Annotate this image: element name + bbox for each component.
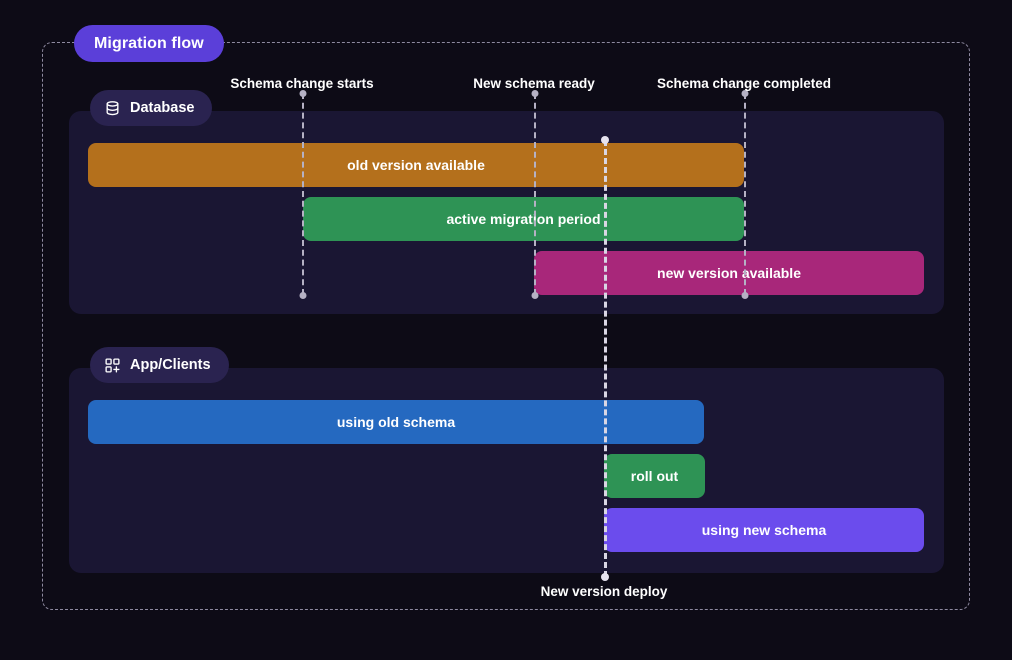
guideline-dot-new-version-deploy-bottom [601,573,609,581]
bar-roll-out: roll out [604,454,705,498]
guideline-schema-change-starts [302,93,304,295]
diagram-frame [42,42,970,610]
guideline-dot-new-schema-ready-top [531,90,539,97]
bar-using-new-schema: using new schema [604,508,924,552]
marker-label-new-version-deploy: New version deploy [540,584,668,599]
bar-old-version-available: old version available [88,143,744,187]
database-icon [104,100,121,117]
lane-label-database: Database [130,100,195,116]
guideline-dot-schema-change-completed-top [741,90,749,97]
bar-label-old-version-available: old version available [347,157,485,173]
guideline-new-schema-ready [534,93,536,295]
guideline-dot-schema-change-starts-top [299,90,307,97]
bar-label-new-version-available: new version available [657,265,801,281]
guideline-dot-schema-change-starts-bottom [299,292,307,299]
marker-label-new-schema-ready: New schema ready [473,76,595,91]
bar-active-migration-period: active migration period [303,197,744,241]
guideline-dot-schema-change-completed-bottom [741,292,749,299]
bar-label-active-migration-period: active migration period [446,211,601,227]
marker-label-schema-change-completed: Schema change completed [656,76,832,91]
app-grid-plus-icon [104,357,121,374]
lane-badge-database: Database [90,90,213,126]
guideline-dot-new-schema-ready-bottom [531,292,539,299]
lane-label-app-clients: App/Clients [130,357,211,373]
bar-new-version-available: new version available [534,251,924,295]
guideline-schema-change-completed [744,93,746,295]
lane-badge-app-clients: App/Clients [90,347,229,383]
bar-using-old-schema: using old schema [88,400,704,444]
diagram-title-label: Migration flow [94,34,204,52]
bar-label-using-new-schema: using new schema [701,522,827,538]
bar-label-roll-out: roll out [630,468,679,484]
guideline-dot-new-version-deploy-top [601,136,609,144]
marker-label-schema-change-starts: Schema change starts [230,76,374,91]
diagram-title-badge: Migration flow [74,25,224,62]
bar-label-using-old-schema: using old schema [336,414,456,430]
guideline-new-version-deploy [604,140,607,577]
